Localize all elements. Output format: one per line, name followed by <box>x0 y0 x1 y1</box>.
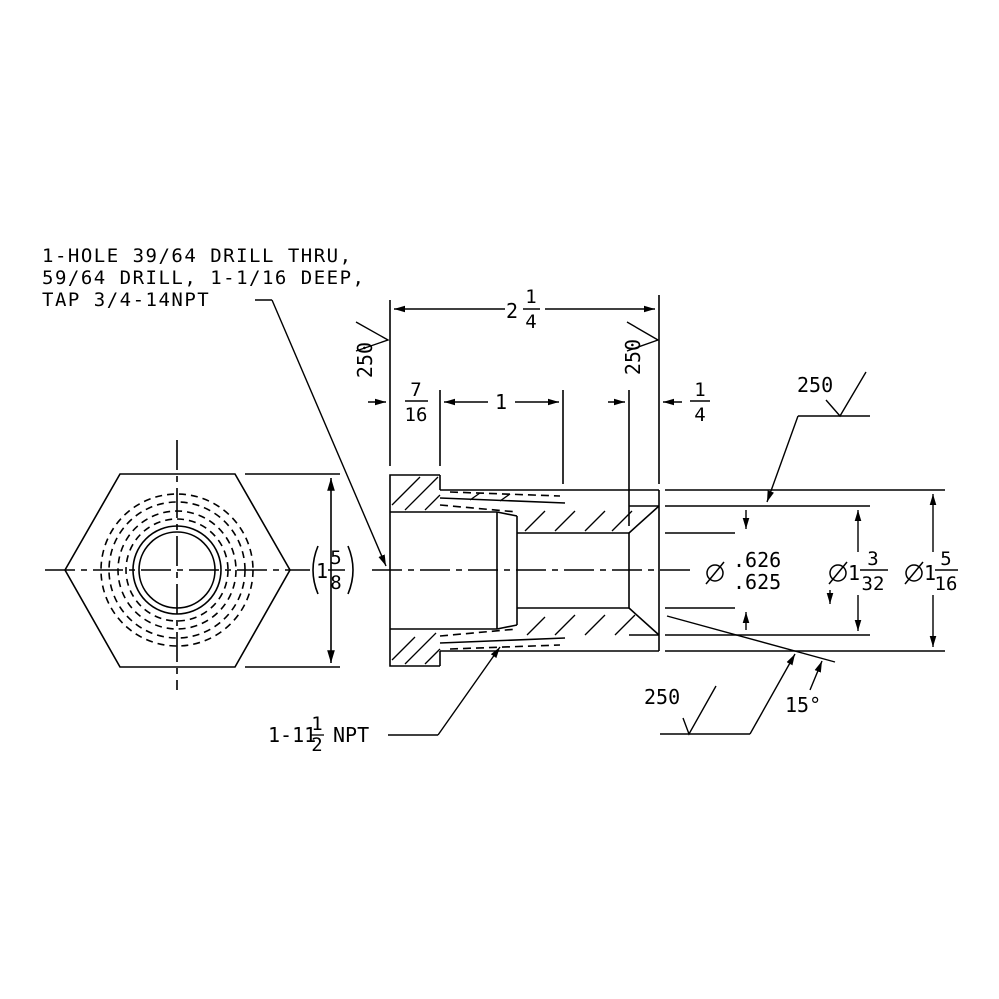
hole-note-line2: 59/64 DRILL, 1-1/16 DEEP, <box>42 267 365 289</box>
hex-size-num: 5 <box>330 547 341 569</box>
bore-diameter-label: .626 .625 <box>705 548 781 594</box>
end-step-num: 1 <box>694 379 705 401</box>
hole-note-leader <box>255 299 387 567</box>
surface-finish-symbols <box>355 321 870 736</box>
dimension-lines <box>368 305 937 647</box>
bore-dia-lower: .625 <box>733 570 781 594</box>
thread-note-text: NPT <box>333 723 369 747</box>
outer-dia-whole: 1 <box>924 561 936 585</box>
outer-diameter-label: 1 5 16 <box>904 548 958 595</box>
bore-dia-upper: .626 <box>733 548 781 572</box>
svg-text:2: 2 <box>311 734 322 756</box>
hex-end-view <box>45 440 340 690</box>
mid-dia-whole: 1 <box>848 561 860 585</box>
overall-length-num: 1 <box>525 286 536 308</box>
finish-bottom-label: 250 <box>644 685 680 709</box>
thread-note-leader <box>388 646 501 736</box>
mid-dia-num: 3 <box>867 548 878 570</box>
hex-size-label: 1 5 8 <box>312 545 354 595</box>
section-view <box>372 295 945 667</box>
counterbore-depth-den: 16 <box>405 404 428 426</box>
overall-length-label: 2 1 4 <box>506 286 540 333</box>
outer-dia-num: 5 <box>940 548 951 570</box>
end-step-den: 4 <box>694 404 705 426</box>
mid-diameter-label: 1 3 32 <box>828 548 888 595</box>
hole-note: 1-HOLE 39/64 DRILL THRU, 59/64 DRILL, 1-… <box>42 245 365 311</box>
hole-note-line3: TAP 3/4-14NPT <box>42 289 210 311</box>
thread-note-label: 1-11 1 2 NPT <box>268 713 369 756</box>
overall-length-whole: 2 <box>506 299 518 323</box>
end-step-label: 1 4 <box>690 379 710 426</box>
mid-dia-den: 32 <box>862 573 885 595</box>
bore-length-label: 1 <box>495 390 507 414</box>
chamfer-angle-label: 15° <box>785 693 821 717</box>
hole-note-line1: 1-HOLE 39/64 DRILL THRU, <box>42 245 353 267</box>
outer-dia-den: 16 <box>935 573 958 595</box>
hex-size-whole: 1 <box>316 559 328 583</box>
finish-left-label: 250 <box>353 342 377 378</box>
counterbore-depth-num: 7 <box>410 379 421 401</box>
finish-top-right-label: 250 <box>621 339 645 375</box>
hex-size-den: 8 <box>330 572 341 594</box>
finish-right-label: 250 <box>797 373 833 397</box>
overall-length-den: 4 <box>525 311 536 333</box>
svg-text:1: 1 <box>311 713 322 735</box>
thread-prefix: 1-11 <box>268 723 316 747</box>
counterbore-depth-label: 7 16 <box>405 379 428 426</box>
